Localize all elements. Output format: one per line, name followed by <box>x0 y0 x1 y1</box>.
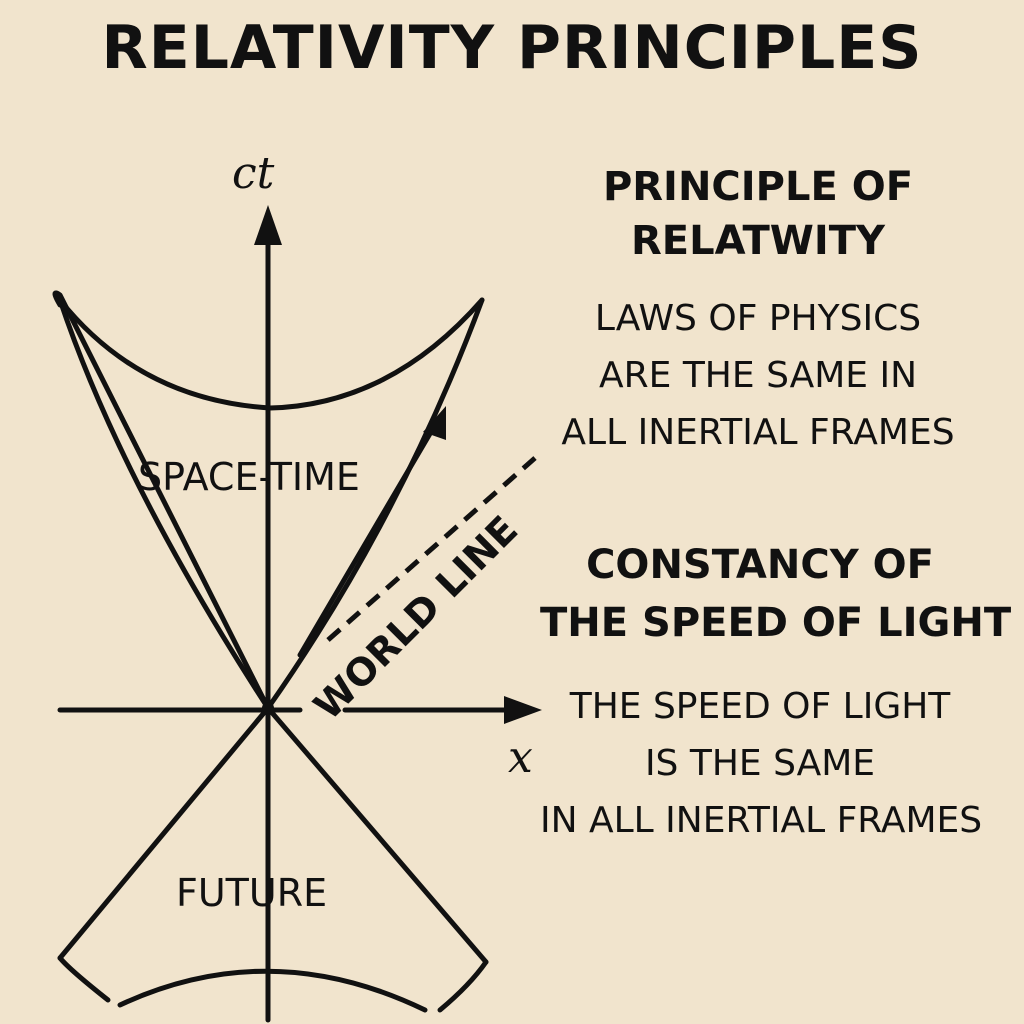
upper-cone-right-edge <box>265 297 485 711</box>
body-line: IS THE SAME <box>644 743 876 784</box>
ct-axis-arrowhead <box>254 205 282 245</box>
worldline-arrow-shaft <box>297 417 441 658</box>
upper-cone-left-edge <box>57 297 271 711</box>
heading-line: CONSTANCY OF <box>586 542 934 588</box>
heading-line: PRINCIPLE OF <box>602 164 914 210</box>
upper-region-label: SPACE-TIME <box>138 455 360 499</box>
x-axis-arrowhead <box>504 696 542 724</box>
upper-cone-cap <box>57 297 485 411</box>
lower-cone-rim <box>57 955 111 1003</box>
world-line-dashed <box>326 456 537 642</box>
heading-line: THE SPEED OF LIGHT <box>540 600 1012 646</box>
principle-light-speed: CONSTANCY OF THE SPEED OF LIGHT THE SPEE… <box>540 536 1012 849</box>
ct-axis-label: ct <box>232 148 275 199</box>
lower-region-label: FUTURE <box>176 871 327 915</box>
body-line: ALL INERTIAL FRAMES <box>561 412 955 453</box>
principle-relativity-heading: PRINCIPLE OF RELATWITY <box>548 160 968 268</box>
body-line: ARE THE SAME IN <box>598 355 918 396</box>
origin-point <box>262 702 274 714</box>
principle-light-body: THE SPEED OF LIGHT IS THE SAME IN ALL IN… <box>540 678 983 849</box>
upper-cone-outline <box>52 290 271 711</box>
heading-line: RELATWITY <box>630 218 885 264</box>
principle-relativity: PRINCIPLE OF RELATWITY LAWS OF PHYSICS A… <box>548 160 968 461</box>
page-title: RELATIVITY PRINCIPLES <box>101 13 923 83</box>
body-line: THE SPEED OF LIGHT <box>569 686 951 727</box>
lower-cone-left-edge <box>57 705 271 961</box>
principle-relativity-body: LAWS OF PHYSICS ARE THE SAME IN ALL INER… <box>548 290 968 461</box>
body-line: IN ALL INERTIAL FRAMES <box>540 800 983 841</box>
principle-light-heading: CONSTANCY OF THE SPEED OF LIGHT <box>540 536 1012 652</box>
x-axis-label: x <box>508 732 533 783</box>
lower-cone-cap <box>117 968 428 1013</box>
worldline-arrowhead <box>423 406 446 440</box>
body-line: LAWS OF PHYSICS <box>594 298 922 339</box>
lower-cone-rim-right <box>437 959 489 1013</box>
world-line-label: WORLD LINE <box>305 507 526 728</box>
lower-cone-right-edge <box>265 705 489 965</box>
